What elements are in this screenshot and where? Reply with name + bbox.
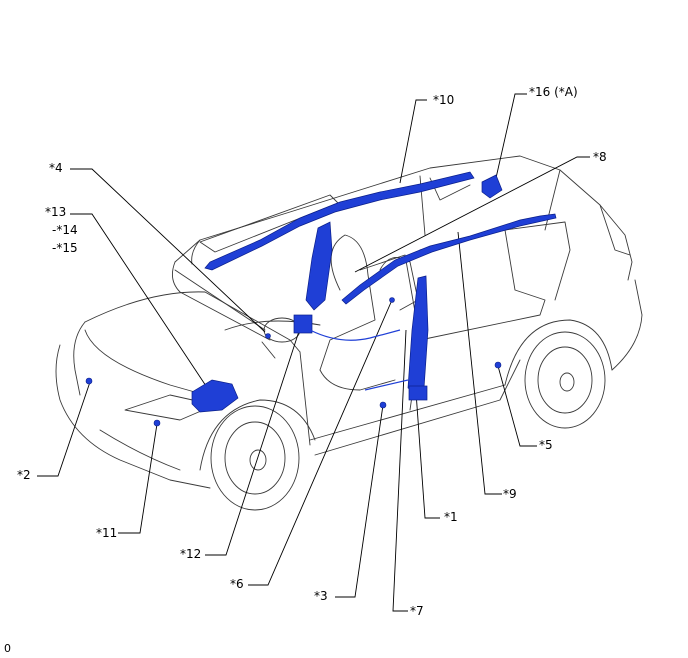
callout-6: *6 [230,577,244,591]
airbag-components [85,171,557,427]
callout-11: *11 [96,526,118,540]
callout-12: *12 [180,547,202,561]
illustration-code: 0 [4,642,11,655]
callout-15: -*15 [52,241,78,255]
callout-14: -*14 [52,223,78,237]
callout-8: *8 [593,150,607,164]
callout-3: *3 [314,589,328,603]
callout-5: *5 [539,438,553,452]
callout-2: *2 [17,468,31,482]
callout-16: *16 (*A) [529,85,578,99]
leader-lines [37,93,590,612]
callout-10: *10 [433,93,455,107]
callout-1: *1 [444,510,458,524]
callout-4: *4 [49,161,63,175]
callout-7: *7 [410,604,424,618]
vehicle-body-outline [55,155,643,511]
callout-9: *9 [503,487,517,501]
callout-13: *13 [45,205,67,219]
